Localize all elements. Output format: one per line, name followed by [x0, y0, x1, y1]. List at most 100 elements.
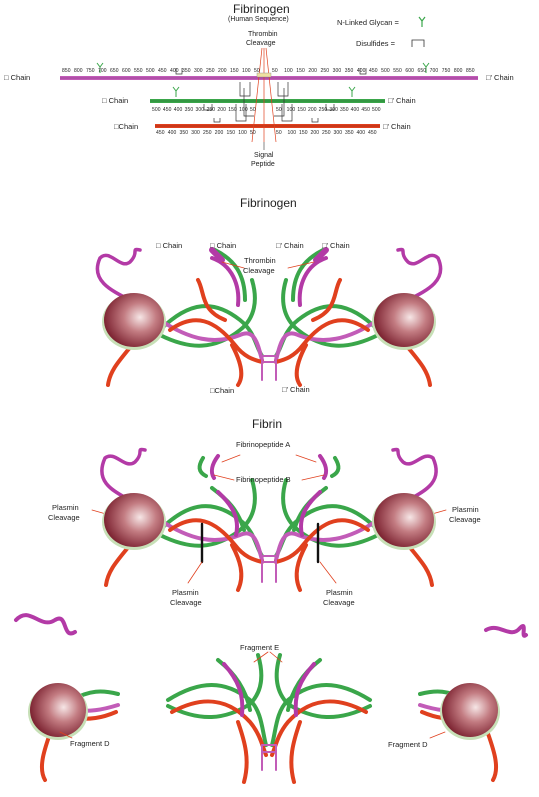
fragment-d-right	[418, 624, 528, 782]
tick-label: 550	[134, 68, 143, 74]
tick-label: 750	[86, 68, 95, 74]
tick-label: 450	[158, 68, 167, 74]
tick-label: 150	[299, 130, 308, 136]
tick-label: 450	[368, 130, 377, 136]
tick-label: 150	[297, 107, 306, 113]
signal-peptide-label-2: Peptide	[251, 161, 275, 168]
tick-label: 250	[206, 68, 215, 74]
tick-label: 400	[356, 130, 366, 136]
fibrinogen-chain-label-2: □ Chain	[210, 241, 237, 250]
tick-label: 450	[162, 107, 172, 113]
tick-label: 100	[287, 130, 297, 136]
tick-label: 100	[238, 130, 247, 136]
tick-label: 700	[98, 68, 107, 74]
tick-label: 250	[322, 130, 331, 136]
tick-label: 50	[272, 68, 278, 74]
tick-label: 400	[356, 68, 366, 74]
plasmin-label-center-left-1: Plasmin	[172, 588, 199, 597]
tick-label: 400	[167, 130, 177, 136]
tick-label: 50	[250, 107, 256, 113]
tick-label: 100	[284, 68, 293, 74]
disulfide-legend-label: Disulfides =	[356, 39, 395, 48]
tick-label: 350	[344, 68, 354, 74]
tick-label: 650	[417, 68, 427, 74]
tick-label: 150	[296, 68, 305, 74]
sequence-map	[60, 47, 478, 150]
tick-label: 300	[194, 68, 203, 74]
main-title: Fibrinogen	[233, 2, 290, 16]
fibrinopeptide-b-label: Fibrinopeptide B	[236, 475, 291, 484]
tick-label: 250	[318, 107, 328, 113]
tick-label: 350	[182, 68, 191, 74]
fibrinogen-chain-label-bottom-right: □' Chain	[282, 385, 310, 394]
tick-label: 450	[369, 68, 378, 74]
tick-label: 450	[361, 107, 370, 113]
tick-label: 700	[429, 68, 439, 74]
section-fibrinogen-title: Fibrinogen	[240, 196, 297, 210]
tick-label: 500	[152, 107, 161, 113]
tick-label: 200	[214, 130, 224, 136]
fibrinogen-molecule	[95, 247, 443, 387]
cleavage-lines	[251, 47, 277, 143]
tick-label: 300	[332, 68, 342, 74]
fibrinopeptide-a-label: Fibrinopeptide A	[236, 440, 291, 449]
tick-label: 100	[286, 107, 296, 113]
tick-label: 50	[250, 130, 256, 136]
section-fibrin-title: Fibrin	[252, 417, 283, 431]
disulfide-links	[175, 68, 367, 123]
fragment-e-label: Fragment E	[240, 643, 280, 652]
fibrin-d-nodes	[102, 493, 436, 550]
tick-label: 350	[345, 130, 354, 136]
tick-label: 850	[62, 68, 71, 74]
plasmin-label-center-right-1: Plasmin	[326, 588, 353, 597]
tick-label: 550	[393, 68, 402, 74]
fragment-e	[166, 651, 372, 784]
map-chain-label-right-bot: □' Chain	[383, 122, 411, 131]
tick-label: 200	[308, 107, 317, 113]
plasmin-label-right-1: Plasmin	[452, 505, 479, 514]
tick-label: 100	[239, 107, 248, 113]
tick-label: 500	[146, 68, 155, 74]
fibrinogen-d-nodes	[102, 293, 436, 350]
glycan-legend-label: N-Linked Glycan =	[337, 18, 399, 27]
fibrinogen-chain-label-1: □ Chain	[156, 241, 183, 250]
plasmin-label-center-right-2: Cleavage	[323, 598, 355, 607]
tick-label: 650	[110, 68, 119, 74]
tick-label: 450	[156, 130, 165, 136]
tick-label: 250	[320, 68, 330, 74]
tick-label: 150	[230, 68, 239, 74]
fibrinogen-chain-label-3: □' Chain	[276, 241, 304, 250]
tick-label: 100	[242, 68, 251, 74]
disulfide-legend-icon	[411, 39, 425, 47]
tick-label: 750	[441, 68, 451, 74]
tick-label: 150	[228, 107, 237, 113]
tick-label: 300	[195, 107, 205, 113]
tick-label: 850	[466, 68, 475, 74]
map-thrombin-label-1: Thrombin	[248, 31, 278, 38]
tick-label: 400	[173, 107, 183, 113]
fibrinogen-thrombin-label-2: Cleavage	[243, 266, 275, 275]
tick-label: 600	[122, 68, 131, 74]
glycan-icons	[96, 62, 430, 97]
subtitle: (Human Sequence)	[228, 16, 289, 23]
fragment-d-left	[14, 613, 120, 782]
tick-label: 50	[276, 107, 282, 113]
map-chain-label-left-top: □ Chain	[4, 73, 31, 82]
tick-label: 250	[206, 107, 216, 113]
plasmin-label-right-2: Cleavage	[449, 515, 481, 524]
plasmin-label-center-left-2: Cleavage	[170, 598, 202, 607]
fibrinogen-thrombin-label-1: Thrombin	[244, 256, 276, 265]
tick-label: 200	[217, 107, 226, 113]
tick-label: 150	[226, 130, 236, 136]
tick-label: 50	[254, 68, 260, 74]
map-thrombin-label-2: Cleavage	[246, 40, 276, 47]
tick-label: 300	[191, 130, 200, 136]
plasmin-label-left-2: Cleavage	[48, 513, 80, 522]
tick-label: 200	[310, 130, 320, 136]
tick-label: 500	[381, 68, 390, 74]
tick-label: 350	[184, 107, 194, 113]
tick-label: 500	[372, 107, 381, 113]
fibrinogen-chain-label-bottom-left: □Chain	[210, 386, 235, 395]
tick-label: 300	[329, 107, 338, 113]
